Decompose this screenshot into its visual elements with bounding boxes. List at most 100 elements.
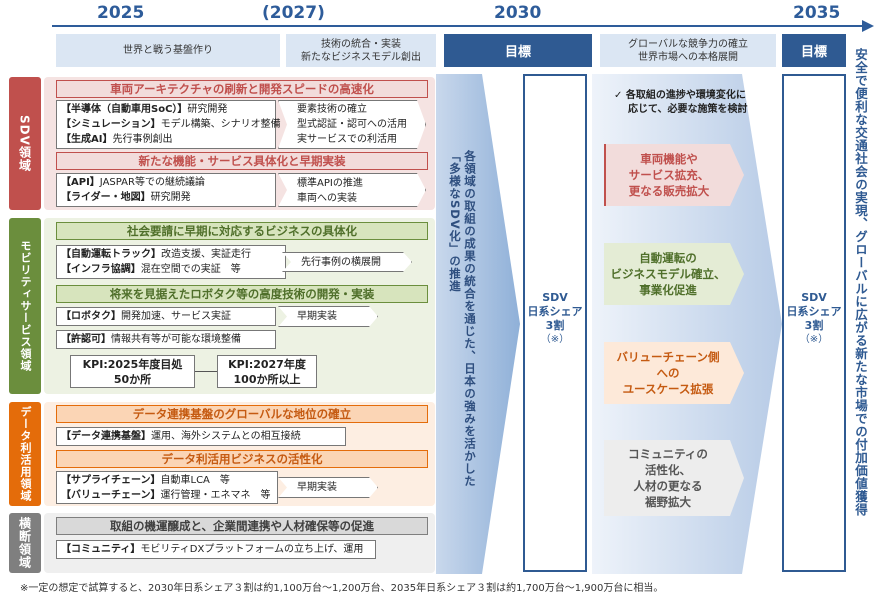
kpi-2025-value: 50か所 [113, 373, 152, 386]
chevron-cross-l3: 人材の更なる [633, 479, 703, 493]
kpi-2027-label: KPI:2027年度 [228, 358, 306, 371]
domain-cross: 横断領域 [9, 513, 41, 573]
sdv-item-lidar: 【ライダー・地図】研究開発 [61, 192, 191, 203]
cross-item-community: 【コミュニティ】モビリティDXプラットフォームの立ち上げ、運用 [56, 540, 376, 559]
sdv-item-sim: 【シミュレーション】モデル構築、シナリオ整備 [61, 119, 281, 130]
chevron-cross: コミュニティの活性化、人材の更なる裾野拡大 [604, 440, 744, 516]
chevron-cross-l1: コミュニティの [628, 447, 708, 461]
integration-arrow [436, 74, 520, 574]
year-2027: (2027) [262, 3, 325, 23]
goal-2035-box [782, 74, 846, 572]
phase-integration-line1: 技術の統合・実装 [321, 38, 401, 50]
domain-cross-label: 横断領域 [17, 517, 32, 569]
sdv-items-1: 【半導体（自動車用SoC）】研究開発 【シミュレーション】モデル構築、シナリオ整… [56, 100, 281, 149]
data-heading-2: データ利活用ビジネスの活性化 [56, 450, 428, 468]
sdv-next-1-l3: 実サービスでの利活用 [297, 134, 397, 145]
kpi-2027-value: 100か所以上 [233, 373, 301, 386]
mobility-heading-2: 将来を見据えたロボタク等の高度技術の開発・実装 [56, 285, 428, 303]
domain-mobility-label: モビリティサービス領域 [19, 240, 32, 372]
domain-data: データ利活用領域 [9, 402, 41, 506]
chevron-mobility: 自動運転のビジネスモデル確立、事業化促進 [604, 243, 744, 305]
kpi-2025: KPI:2025年度目処 50か所 [70, 355, 195, 388]
sdv-items-2: 【API】JASPAR等での継続議論 【ライダー・地図】研究開発 [56, 173, 276, 207]
sdv-next-2: 標準APIの推進 車両への実装 [278, 173, 426, 207]
chevron-sdv-l3: 更なる販売拡大 [628, 184, 710, 198]
year-2030: 2030 [494, 3, 542, 23]
mobility-next-2: 早期実装 [278, 306, 378, 327]
kpi-2025-label: KPI:2025年度目処 [82, 358, 183, 371]
timeline-arrow [52, 25, 864, 27]
data-item-platform: 【データ連携基盤】運用、海外システムとの相互接続 [56, 427, 346, 446]
year-2035: 2035 [793, 3, 841, 23]
chevron-sdv-l1: 車両機能や [640, 152, 698, 166]
data-item-supply: 【サプライチェーン】自動車LCA 等 [61, 475, 230, 486]
goal-2030-text: SDV 日系シェア 3割 （※） [525, 291, 585, 347]
chevron-data: バリューチェーン側へのユースケース拡張 [604, 342, 744, 404]
goal-2035-sdv: SDV [801, 291, 827, 304]
chevron-sdv: 車両機能やサービス拡充、更なる販売拡大 [604, 144, 744, 206]
sdv-heading-2: 新たな機能・サービス具体化と早期実装 [56, 152, 428, 170]
chevron-data-l2: への [656, 366, 680, 380]
sdv-next-2-l2: 車両への実装 [297, 193, 357, 204]
chevron-data-l3: ユースケース拡張 [622, 382, 714, 396]
integration-text: 各領域の取組の成果の統合を通じた、日本の強みを活かした「多様なSDV化」の推進 [448, 150, 477, 488]
kpi-connector [195, 371, 217, 372]
domain-sdv-label: SDV領域 [17, 115, 32, 172]
mobility-item-truck: 【自動運転トラック】改造支援、実証走行 [61, 249, 251, 260]
domain-sdv: SDV領域 [9, 77, 41, 210]
phase-goal-2030: 目標 [444, 34, 592, 67]
sdv-next-1-l1: 要素技術の確立 [297, 104, 367, 115]
goal-2035-text: SDV 日系シェア 3割 （※） [784, 291, 844, 347]
phase-global: グローバルな競争力の確立 世界市場への本格展開 [600, 34, 776, 67]
chevron-cross-l4: 裾野拡大 [645, 495, 691, 509]
data-items-2: 【サプライチェーン】自動車LCA 等 【バリューチェーン】運行管理・エネマネ 等 [56, 471, 278, 504]
mobility-next-1: 先行事例の横展開 [282, 252, 412, 272]
sdv-next-2-l1: 標準APIの推進 [297, 178, 363, 189]
sdv-item-soc: 【半導体（自動車用SoC）】研究開発 [61, 104, 228, 115]
goal-2030-ratio: 3割 [545, 319, 565, 332]
domain-data-label: データ利活用領域 [19, 406, 32, 502]
chevron-mobility-l1: 自動運転の [639, 251, 697, 265]
footnote: ※一定の想定で試算すると、2030年日系シェア３割は約1,100万台～1,200… [20, 583, 664, 594]
mobility-item-robotaxi: 【ロボタク】開発加速、サービス実証 [56, 307, 276, 326]
sdv-heading-1: 車両アーキテクチャの刷新と開発スピードの高速化 [56, 80, 428, 98]
note-check-line2: 応じて、必要な施策を検討 [628, 104, 748, 115]
chevron-data-l1: バリューチェーン側 [616, 350, 720, 364]
mobility-items-1: 【自動運転トラック】改造支援、実証走行 【インフラ協調】混在空間での実証 等 [56, 245, 286, 279]
data-heading-1: データ連携基盤のグローバルな地位の確立 [56, 405, 428, 423]
vision-text: 安全で便利な交通社会の実現、グローバルに広がる新たな市場での付加価値獲得 [853, 48, 868, 516]
sdv-item-api: 【API】JASPAR等での継続議論 [61, 177, 205, 188]
phase-goal-2035: 目標 [782, 34, 846, 67]
mobility-heading-1: 社会要請に早期に対応するビジネスの具体化 [56, 222, 428, 240]
note-check: ✓ 各取組の進捗や環境変化に 応じて、必要な施策を検討 [614, 89, 748, 117]
goal-2030-share: 日系シェア [527, 305, 583, 318]
sdv-next-1-l2: 型式認証・認可への活用 [297, 119, 407, 130]
chevron-sdv-l2: サービス拡充、 [628, 168, 710, 182]
phase-foundation: 世界と戦う基盤作り [56, 34, 280, 67]
note-check-line1: ✓ 各取組の進捗や環境変化に [614, 90, 746, 101]
phase-global-line1: グローバルな競争力の確立 [628, 38, 748, 50]
mobility-item-infra: 【インフラ協調】混在空間での実証 等 [61, 264, 241, 275]
goal-2030-sdv: SDV [542, 291, 568, 304]
goal-2035-note: （※） [799, 334, 829, 345]
mobility-item-permit: 【許認可】情報共有等が可能な環境整備 [56, 330, 276, 349]
year-2025: 2025 [97, 3, 145, 23]
domain-mobility: モビリティサービス領域 [9, 218, 41, 394]
phase-integration-line2: 新たなビジネスモデル創出 [301, 51, 421, 63]
goal-2030-box [523, 74, 587, 572]
goal-2035-share: 日系シェア [786, 305, 842, 318]
goal-2030-note: （※） [540, 334, 570, 345]
sdv-item-ai: 【生成AI】先行事例創出 [61, 134, 173, 145]
chevron-cross-l2: 活性化、 [645, 463, 691, 477]
kpi-2027: KPI:2027年度 100か所以上 [217, 355, 317, 388]
data-item-value: 【バリューチェーン】運行管理・エネマネ 等 [61, 490, 271, 501]
timeline-arrowhead [862, 20, 874, 32]
chevron-mobility-l3: 事業化促進 [639, 283, 697, 297]
phase-global-line2: 世界市場への本格展開 [638, 51, 738, 63]
chevron-mobility-l2: ビジネスモデル確立、 [610, 267, 726, 281]
sdv-next-1: 要素技術の確立 型式認証・認可への活用 実サービスでの利活用 [278, 100, 426, 149]
cross-heading-1: 取組の機運醸成と、企業間連携や人材確保等の促進 [56, 517, 428, 535]
phase-integration: 技術の統合・実装 新たなビジネスモデル創出 [286, 34, 436, 67]
data-next-2: 早期実装 [278, 477, 378, 498]
goal-2035-ratio: 3割 [804, 319, 824, 332]
